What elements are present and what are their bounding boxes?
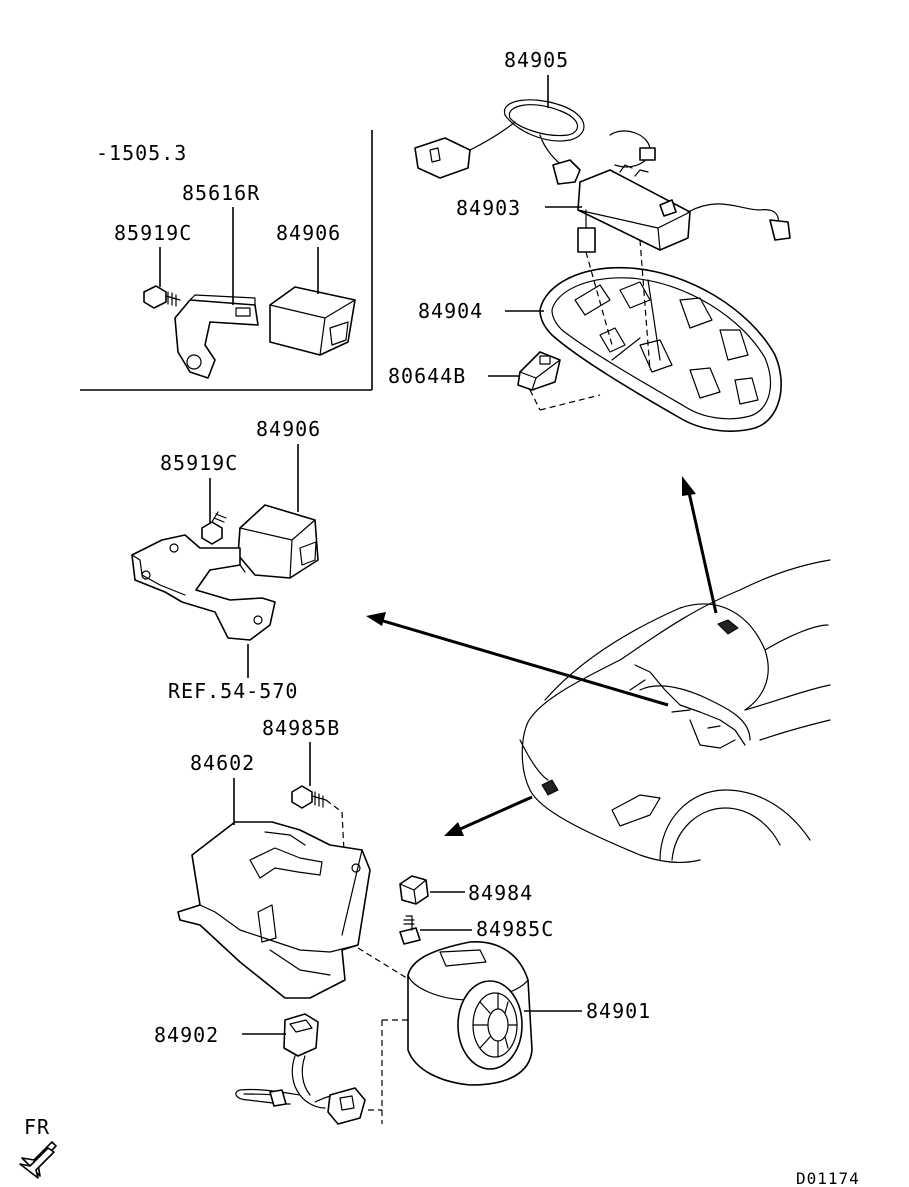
bolt-84985c — [399, 915, 421, 945]
harness-84905 — [414, 99, 656, 185]
nut-84984 — [399, 875, 429, 905]
label-84984: 84984 — [468, 881, 533, 905]
console-84904 — [539, 266, 782, 432]
fr-label: FR — [24, 1115, 50, 1139]
label-85919c: 85919C — [160, 451, 238, 475]
module-84903 — [577, 164, 791, 253]
label-84904: 84904 — [418, 299, 483, 323]
bracket-ref-54-570 — [131, 534, 276, 641]
vehicle-outline — [519, 559, 831, 864]
callout-arrows — [366, 476, 718, 836]
bolt-85919c-inset — [143, 285, 181, 309]
bracket-85616r — [174, 294, 259, 379]
label-84901: 84901 — [586, 999, 651, 1023]
module-84906-inset — [269, 286, 356, 356]
label-84985b: 84985B — [262, 716, 340, 740]
fr-arrow-icon — [19, 1141, 57, 1179]
inset-box — [80, 130, 373, 391]
bolt-84985b — [291, 785, 327, 809]
label-84902: 84902 — [154, 1023, 219, 1047]
label-85616r: 85616R — [182, 181, 260, 205]
label-84906: 84906 — [256, 417, 321, 441]
module-84906 — [237, 504, 319, 579]
label-84985c: 84985C — [476, 917, 554, 941]
label-84906-inset: 84906 — [276, 221, 341, 245]
connector-80644b — [517, 351, 561, 391]
siren-84901 — [407, 941, 533, 1086]
bolt-85919c — [201, 511, 227, 545]
label-84602: 84602 — [190, 751, 255, 775]
harness-84902 — [235, 1013, 366, 1125]
label-84905: 84905 — [504, 48, 569, 72]
label-84903: 84903 — [456, 196, 521, 220]
diagram-code: D01174 — [796, 1169, 860, 1187]
label-ref: REF.54-570 — [168, 679, 298, 703]
label-80644b: 80644B — [388, 364, 466, 388]
label-85919c-inset: 85919C — [114, 221, 192, 245]
bracket-84602 — [177, 821, 371, 999]
inset-serial-label: -1505.3 — [96, 141, 187, 165]
